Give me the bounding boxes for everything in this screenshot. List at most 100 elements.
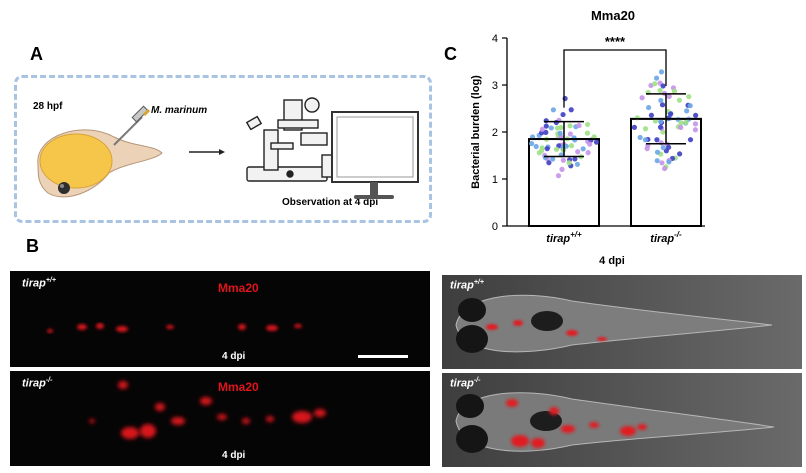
merge-panel-mutant: tirap-/- (442, 373, 802, 467)
panel-a-frame (14, 75, 432, 223)
data-point (563, 143, 569, 149)
panel-b-letter: B (26, 236, 39, 256)
data-point (566, 160, 572, 166)
data-point (659, 160, 665, 166)
data-point (654, 137, 660, 143)
data-point (593, 139, 600, 145)
data-point (555, 173, 562, 179)
data-point (584, 130, 591, 136)
data-point (654, 158, 660, 164)
y-axis-label: Bacterial burden (log) (470, 75, 482, 189)
y-tick-label: 0 (492, 221, 498, 233)
data-point (678, 124, 684, 130)
y-tick-label: 1 (492, 174, 498, 186)
data-point (686, 94, 692, 100)
data-point (659, 102, 666, 108)
data-point (550, 107, 556, 113)
data-point (692, 121, 699, 127)
data-point (683, 119, 689, 126)
significance-label: **** (605, 34, 626, 49)
data-point (539, 126, 545, 132)
data-point (657, 87, 663, 94)
data-point (637, 134, 643, 141)
observation-label: Observation at 4 dpi (282, 197, 379, 208)
data-point (562, 95, 568, 102)
data-point (587, 141, 593, 147)
data-point (653, 75, 660, 81)
data-point (658, 118, 664, 125)
data-point (666, 93, 672, 100)
strain-label-bottom: Mma20 (218, 380, 259, 394)
data-point (533, 143, 539, 150)
data-point (553, 146, 560, 152)
data-point (567, 131, 573, 137)
data-point (660, 145, 666, 151)
data-point (568, 143, 575, 149)
merge-genotype-label-wildtype: tirap+/+ (450, 279, 484, 292)
data-point (658, 97, 664, 104)
data-point (666, 159, 672, 165)
data-point (654, 149, 661, 155)
larva-image (442, 275, 802, 369)
data-point (559, 166, 565, 172)
genotype-label-mutant: tirap-/- (22, 377, 53, 390)
data-point (687, 137, 694, 143)
data-point (667, 111, 674, 117)
data-point (567, 123, 573, 129)
data-point (642, 137, 649, 143)
y-tick-label: 4 (492, 33, 498, 45)
significance-bracket (563, 49, 667, 108)
data-point (584, 121, 591, 128)
x-tick-label: tirap-/- (650, 230, 682, 245)
data-point (639, 95, 645, 101)
data-point (554, 125, 561, 131)
data-point (642, 126, 649, 132)
data-point (553, 119, 559, 126)
data-point (677, 151, 683, 157)
data-point (687, 103, 693, 109)
monitor-icon (331, 111, 419, 199)
data-point (529, 140, 535, 147)
x-axis-label: 4 dpi (599, 255, 625, 267)
microscope-icon (245, 97, 333, 182)
pathogen-label: M. marinum (151, 105, 208, 116)
strain-label-top: Mma20 (218, 281, 259, 295)
data-point (543, 118, 549, 124)
data-point (646, 104, 652, 111)
data-point (544, 146, 550, 152)
needle-icon (113, 105, 151, 146)
data-point (543, 129, 549, 135)
data-point (585, 150, 591, 156)
data-point (560, 157, 566, 163)
genotype-label-wildtype: tirap+/+ (22, 277, 56, 290)
merge-genotype-label-mutant: tirap-/- (450, 377, 481, 390)
data-point (692, 127, 699, 133)
y-tick-label: 2 (492, 127, 498, 139)
data-point (591, 134, 597, 140)
dpi-label-top: 4 dpi (222, 351, 246, 362)
data-point (671, 88, 678, 94)
panel-a-illustration (37, 97, 419, 199)
fluorescence-panel-wildtype: tirap+/+ Mma20 4 dpi (10, 271, 430, 367)
data-point (652, 81, 658, 87)
data-point (548, 125, 554, 131)
data-point (539, 148, 545, 154)
fluorescence-signal (47, 323, 408, 358)
data-point (546, 160, 552, 166)
data-point (693, 112, 699, 118)
data-point (684, 108, 690, 114)
fluorescence-panel-mutant: tirap-/- Mma20 4 dpi (10, 371, 430, 466)
time-label: 28 hpf (33, 101, 63, 112)
data-point (678, 120, 684, 126)
data-point (557, 130, 563, 136)
data-point (572, 156, 578, 162)
larva-image (442, 373, 802, 467)
data-point (657, 124, 664, 130)
fluorescence-signal (89, 381, 326, 439)
data-point (550, 156, 556, 162)
data-point (661, 165, 668, 172)
panel-c-letter: C (444, 44, 457, 64)
data-point (560, 111, 566, 118)
data-point (575, 149, 581, 155)
